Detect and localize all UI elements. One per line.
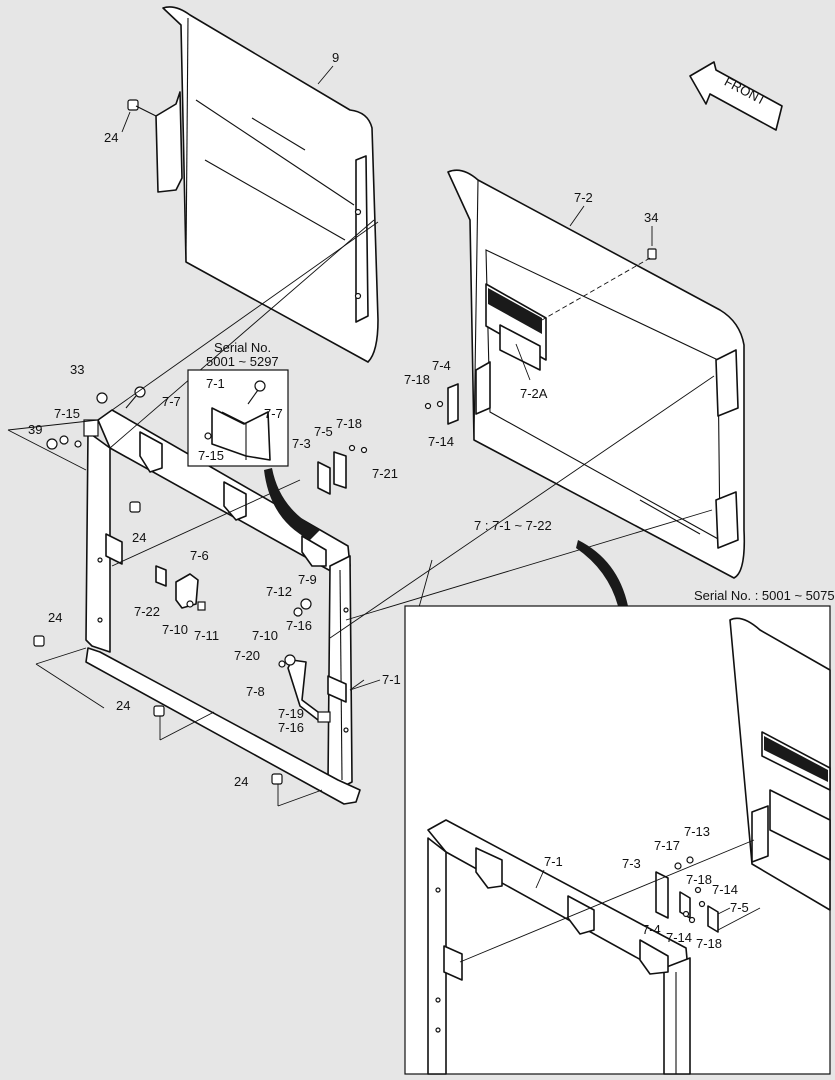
callout-24-top: 24 [104, 130, 118, 145]
guide-line-34 [541, 257, 651, 321]
callout-24-mid: 24 [132, 530, 146, 545]
transition-arrow-1 [264, 468, 320, 540]
callout-7-11: 7-11 [194, 628, 219, 643]
callout-7-18-d: 7-18 [696, 936, 722, 951]
callout-7-8: 7-8 [246, 684, 265, 699]
callout-34: 34 [644, 210, 658, 225]
callout-7-10-b: 7-10 [252, 628, 278, 643]
callout-7-18-b: 7-18 [336, 416, 362, 431]
callout-7-5-a: 7-5 [314, 424, 333, 439]
transition-arrow-2 [576, 540, 628, 606]
callout-7-2A: 7-2A [520, 386, 548, 401]
callout-7-4: 7-4 [432, 358, 451, 373]
callout-7-18-a: 7-18 [404, 372, 430, 387]
callout-7-6: 7-6 [190, 548, 209, 563]
door-hardware-7-4 [424, 383, 459, 425]
serial-inset-1-title: Serial No. [214, 340, 271, 355]
rod-7-8 [287, 659, 331, 723]
serial-inset-2: Serial No. : 5001 ~ 5075 [404, 588, 835, 1075]
callout-7-14-c: 7-14 [666, 930, 692, 945]
bracket-7-22 [155, 565, 167, 587]
callout-7-12: 7-12 [266, 584, 292, 599]
callout-7-9: 7-9 [298, 572, 317, 587]
callout-33: 33 [70, 362, 84, 377]
bolt-24-top [127, 99, 157, 117]
callout-7-22: 7-22 [134, 604, 160, 619]
callout-7-13: 7-13 [684, 824, 710, 839]
callout-7-1-a: 7-1 [382, 672, 401, 687]
callout-7-19: 7-19 [278, 706, 304, 721]
callout-7-3-a: 7-3 [292, 436, 311, 451]
cover-panel-9 [155, 6, 379, 363]
bracket-7-6 [175, 573, 206, 611]
callout-9: 9 [332, 50, 339, 65]
front-arrow-icon: FRONT [689, 61, 783, 131]
serial-inset-2-label: Serial No. : 5001 ~ 5075 [694, 588, 835, 603]
callout-7-17: 7-17 [654, 838, 680, 853]
group-label: 7 : 7-1 ~ 7-22 [474, 518, 552, 533]
callout-7-16-a: 7-16 [286, 618, 312, 633]
top-left-hardware [46, 386, 146, 450]
callout-7-20: 7-20 [234, 648, 260, 663]
serial-inset-1: Serial No. 5001 ~ 5297 [187, 340, 289, 467]
callout-7-1-inset: 7-1 [206, 376, 225, 391]
callout-7-14-a: 7-14 [428, 434, 454, 449]
hinge-parts-7-3-7-5 [317, 444, 368, 495]
washers [278, 598, 312, 668]
callout-7-4-b: 7-4 [642, 922, 661, 937]
callout-7-1-b: 7-1 [544, 854, 563, 869]
door-panel-7-2 [447, 169, 746, 579]
callout-7-10-a: 7-10 [162, 622, 188, 637]
callout-24-bottom: 24 [116, 698, 130, 713]
leader-lines [7, 65, 715, 807]
callout-7-15-b: 7-15 [198, 448, 224, 463]
callout-7-18-c: 7-18 [686, 872, 712, 887]
bolt-34 [647, 248, 657, 260]
callout-7-15-a: 7-15 [54, 406, 80, 421]
callout-7-16-b: 7-16 [278, 720, 304, 735]
frame-7-1 [85, 409, 361, 805]
callout-7-7-b: 7-7 [264, 406, 283, 421]
callout-24-left: 24 [48, 610, 62, 625]
callout-7-2: 7-2 [574, 190, 593, 205]
callout-24-br: 24 [234, 774, 248, 789]
callout-7-5-b: 7-5 [730, 900, 749, 915]
callout-7-21: 7-21 [372, 466, 398, 481]
bolts-24 [33, 501, 283, 785]
callout-7-7-a: 7-7 [162, 394, 181, 409]
callout-7-14-b: 7-14 [712, 882, 738, 897]
callout-labels: 9 24 7-2 34 7-4 7-18 7-14 7-2A 33 7-7 7-… [28, 50, 749, 951]
callout-7-3-b: 7-3 [622, 856, 641, 871]
callout-39: 39 [28, 422, 42, 437]
serial-inset-1-range: 5001 ~ 5297 [206, 354, 279, 369]
